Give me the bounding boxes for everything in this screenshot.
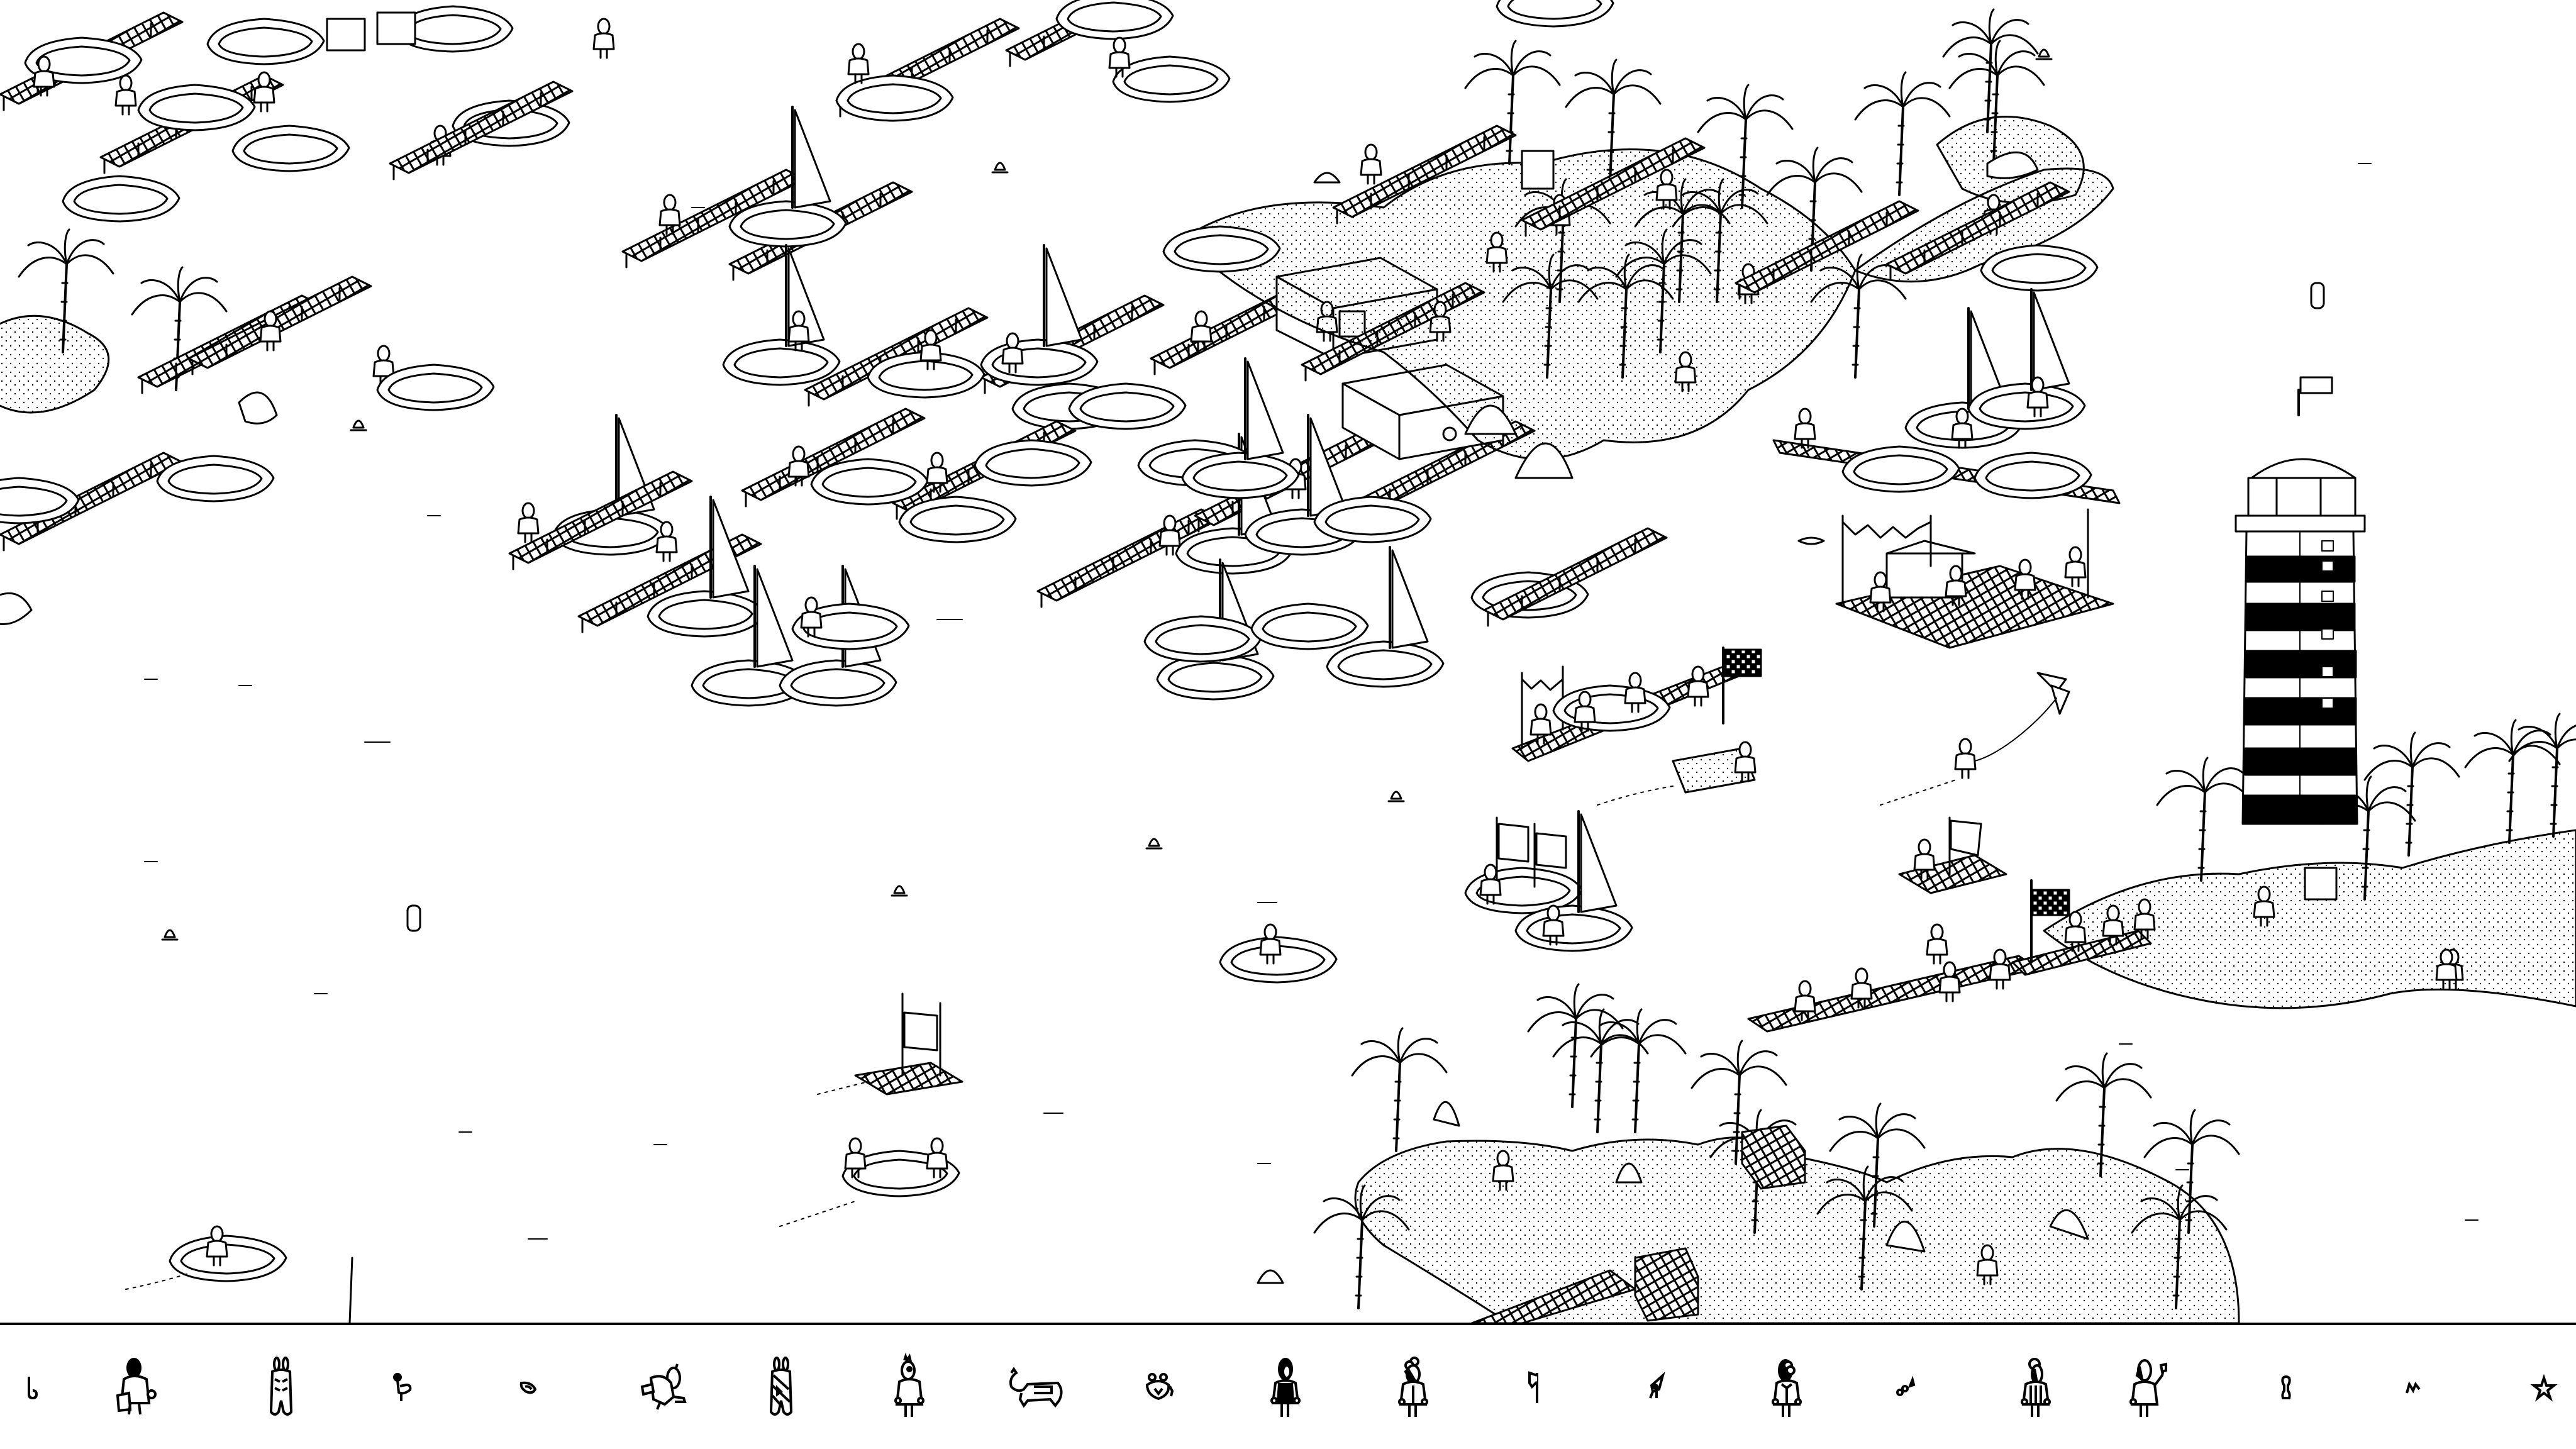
target-starfish-item[interactable]: Starfish xyxy=(2528,1338,2560,1438)
north-island xyxy=(1162,8,2114,479)
crab-icon xyxy=(1145,1373,1174,1401)
target-waving-folk[interactable]: Folk waving xyxy=(2124,1338,2175,1438)
harbour-nw xyxy=(0,0,1614,223)
play-area[interactable]: Harbour and islands play area xyxy=(0,0,2576,1323)
striped-shirt-folk-icon xyxy=(2021,1358,2051,1417)
spiky-hair-folk-icon xyxy=(894,1352,924,1417)
target-crab-item[interactable]: Crab xyxy=(1140,1338,1178,1438)
bone-icon xyxy=(2281,1375,2291,1399)
axe-icon xyxy=(1528,1371,1538,1403)
waving-folk-icon xyxy=(2129,1359,2167,1417)
south-island xyxy=(1257,948,2458,1323)
lighthouse-island xyxy=(1747,376,2576,1033)
lighthouse xyxy=(2235,376,2366,825)
target-falling-folk[interactable]: Falling folk xyxy=(635,1338,692,1438)
target-spiky-hair-folk[interactable]: Folk with spiky hair xyxy=(888,1338,932,1438)
target-goggles-folk[interactable]: Folk with goggles xyxy=(1765,1338,1809,1438)
east-docks xyxy=(1772,289,2121,649)
dog-icon xyxy=(1009,1367,1063,1408)
goggles-folk-icon xyxy=(1772,1359,1802,1417)
target-bar: Items to find Small hook Folk carrying b… xyxy=(0,1325,2576,1449)
bunny-suit-icon xyxy=(269,1357,293,1416)
target-worm-item[interactable]: Worm xyxy=(2399,1338,2431,1438)
target-bone-item[interactable]: Bone xyxy=(2270,1338,2302,1438)
candy-icon xyxy=(1896,1375,1916,1396)
target-corgi-dog[interactable]: Dog xyxy=(1005,1338,1068,1438)
target-bearded-hat-folk[interactable]: Folk with hat and scarf xyxy=(1392,1338,1436,1438)
dark-vest-folk-icon xyxy=(1270,1358,1301,1417)
target-striped-bunny-folk[interactable]: Striped bunny suit folk xyxy=(762,1338,800,1438)
race-pier xyxy=(1511,647,2070,806)
target-candy-item[interactable]: Candy xyxy=(1890,1338,1921,1438)
target-duck-item[interactable]: Duck xyxy=(387,1338,418,1438)
open-water xyxy=(125,48,2479,1323)
hat-scarf-folk-icon xyxy=(1398,1357,1428,1417)
target-shell-item[interactable]: Shell xyxy=(516,1338,541,1438)
checkered-flag xyxy=(1723,648,1762,677)
folk-with-bag-icon xyxy=(116,1358,157,1415)
target-bar-label: Items to find xyxy=(0,1325,1,1326)
rocket-icon xyxy=(1649,1372,1665,1399)
shell-icon xyxy=(519,1381,537,1394)
target-striped-shirt-folk[interactable]: Folk in striped shirt xyxy=(2014,1338,2058,1438)
target-axe-item[interactable]: Axe xyxy=(1522,1338,1547,1438)
duck-icon xyxy=(393,1373,412,1401)
checkered-flag-2 xyxy=(2031,889,2070,916)
target-bunny-costume-folk[interactable]: Folk in bunny suit xyxy=(262,1338,300,1438)
falling-folk-icon xyxy=(640,1363,687,1410)
target-rocket-item[interactable]: Rocket xyxy=(1641,1338,1673,1438)
striped-bunny-icon xyxy=(769,1357,793,1416)
worm-icon xyxy=(2406,1381,2421,1394)
west-islet xyxy=(0,228,495,625)
target-folk-with-bag[interactable]: Folk carrying bag xyxy=(112,1338,162,1438)
starfish-icon xyxy=(2530,1374,2558,1402)
hook-icon xyxy=(28,1377,38,1400)
target-small-hook-item[interactable]: Small hook xyxy=(20,1338,45,1438)
target-dark-vest-folk[interactable]: Folk in dark vest xyxy=(1264,1338,1308,1438)
target-bar-divider xyxy=(0,1323,2576,1325)
